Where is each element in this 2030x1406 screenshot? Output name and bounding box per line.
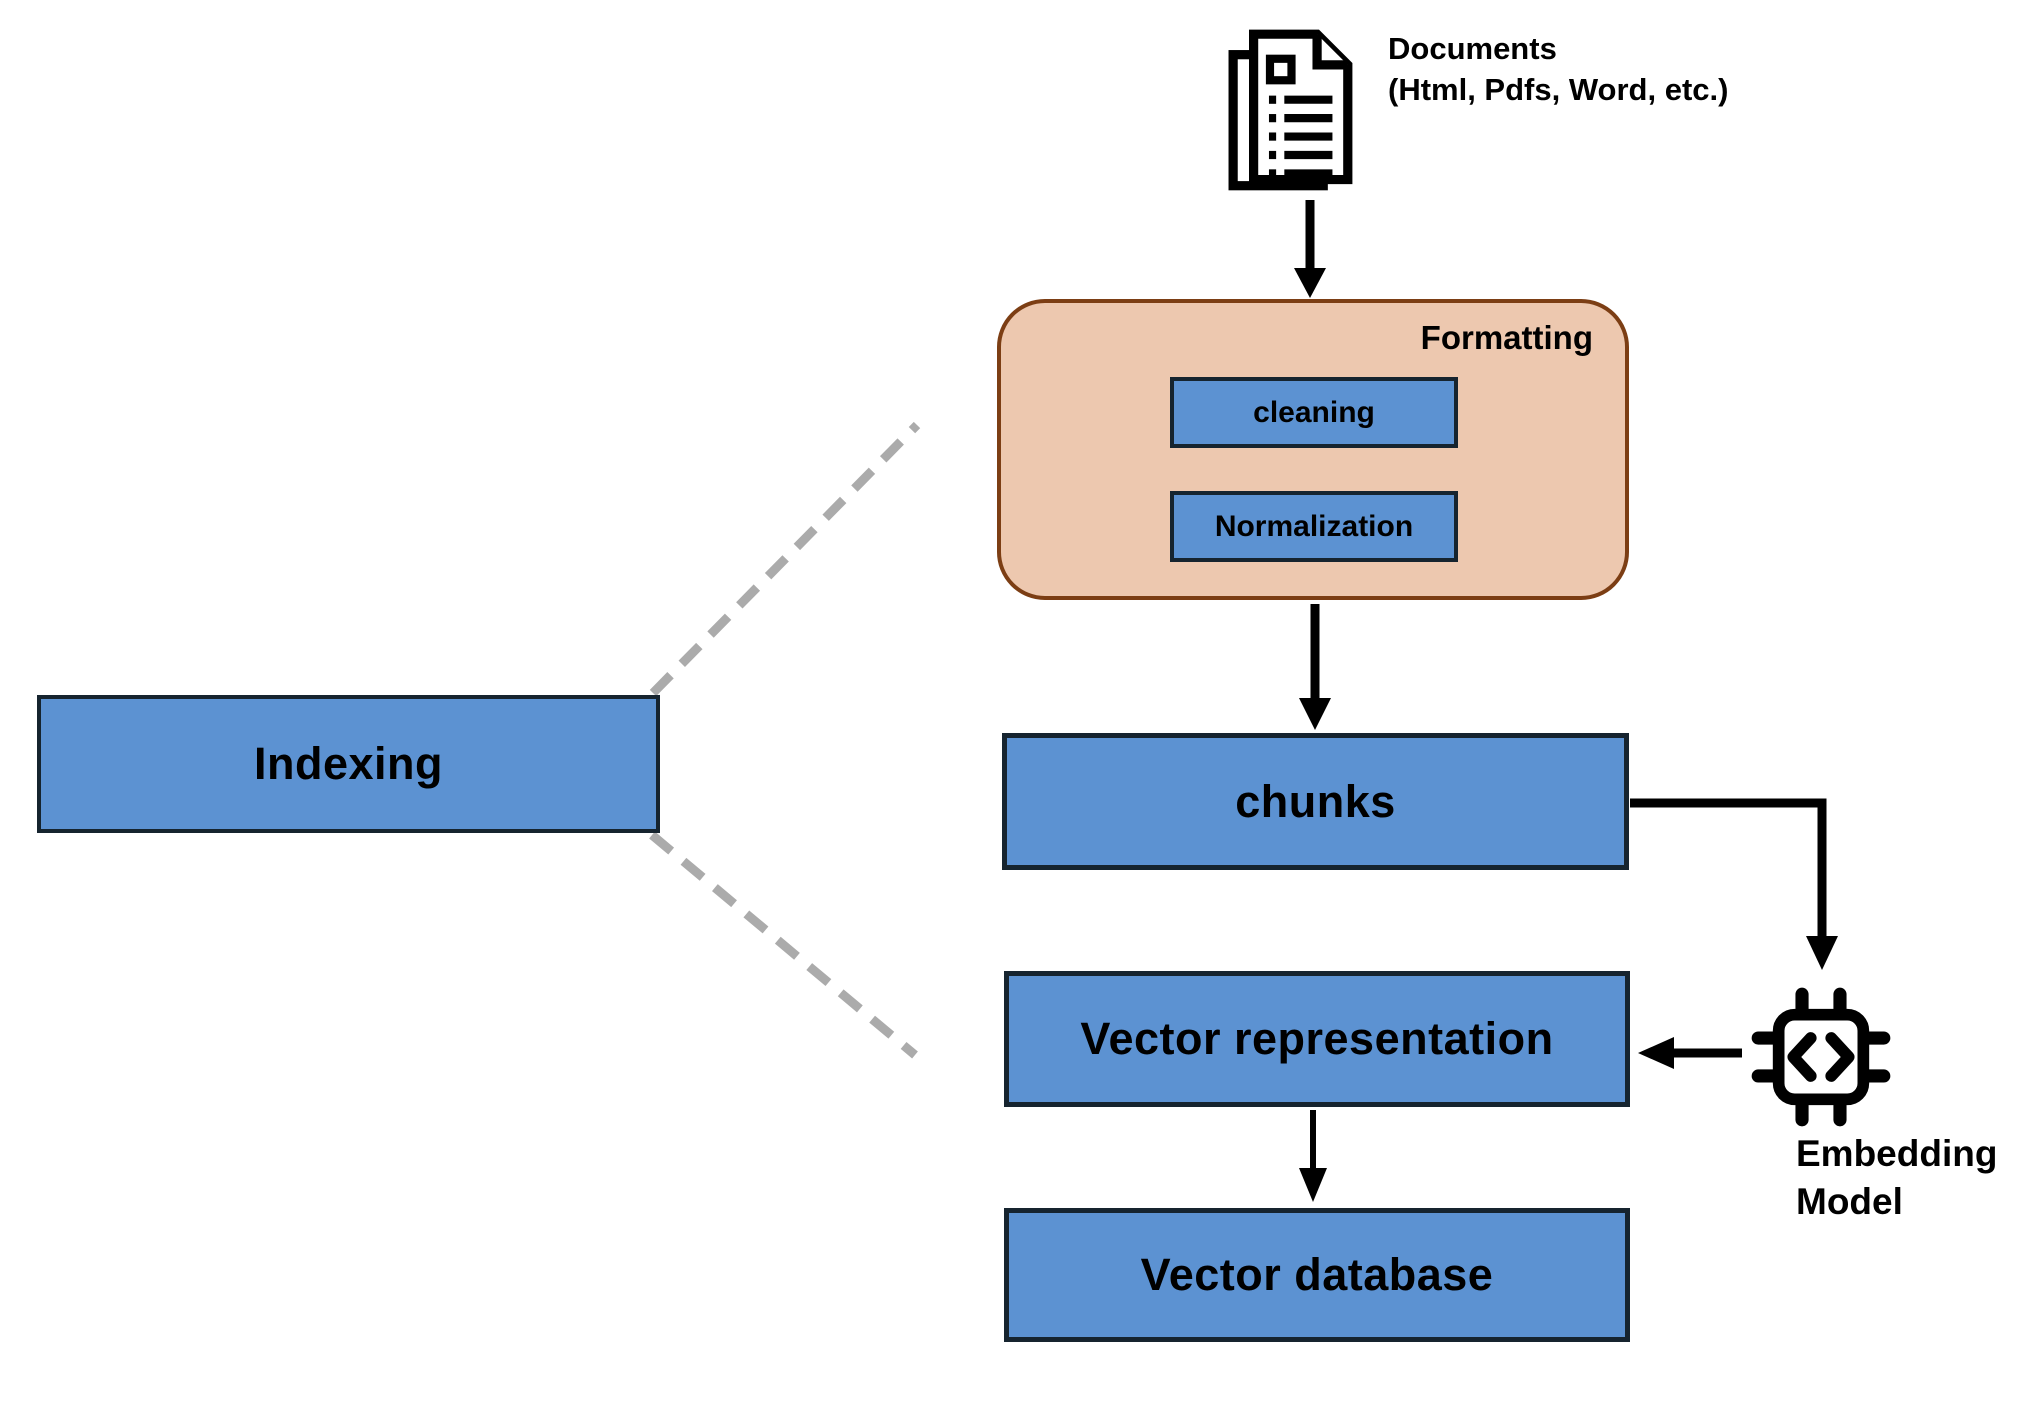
node-vector-representation-label: Vector representation (1080, 1013, 1554, 1064)
node-chunks-label: chunks (1235, 775, 1396, 827)
node-indexing-label: Indexing (253, 738, 443, 789)
node-normalization: Normalization (1170, 491, 1458, 562)
chip-icon (1751, 987, 1891, 1127)
dashed-line-indexing-bottom (649, 831, 918, 1059)
node-normalization-label: Normalization (1214, 509, 1414, 543)
node-cleaning-label: cleaning (1253, 395, 1375, 429)
embedding-model-caption-line1: Embedding (1796, 1133, 1998, 1174)
dashed-line-indexing-top (649, 421, 921, 697)
formatting-group-title: Formatting (1420, 319, 1593, 356)
node-indexing: Indexing (37, 695, 660, 833)
node-vector-representation: Vector representation (1004, 971, 1630, 1107)
arrow-documents-to-formatting (1294, 200, 1326, 298)
arrow-formatting-to-chunks (1299, 604, 1331, 730)
node-chunks: chunks (1002, 733, 1629, 870)
node-cleaning: cleaning (1170, 377, 1458, 448)
arrow-vector-representation-to-database (1299, 1110, 1327, 1202)
documents-caption-line2: (Html, Pdfs, Word, etc.) (1388, 72, 1729, 107)
documents-caption: Documents (Html, Pdfs, Word, etc.) (1388, 28, 1728, 110)
documents-icon (1228, 29, 1353, 191)
embedding-model-caption: Embedding Model (1796, 1130, 1997, 1226)
embedding-model-caption-line2: Model (1796, 1181, 1903, 1222)
documents-caption-line1: Documents (1388, 31, 1557, 66)
node-vector-database: Vector database (1004, 1208, 1630, 1342)
arrow-chunks-to-embedding (1630, 798, 1838, 970)
formatting-group: Formatting cleaning Normalization (997, 299, 1629, 600)
node-vector-database-label: Vector database (1140, 1249, 1494, 1300)
arrow-embedding-to-vector-representation (1638, 1037, 1742, 1069)
